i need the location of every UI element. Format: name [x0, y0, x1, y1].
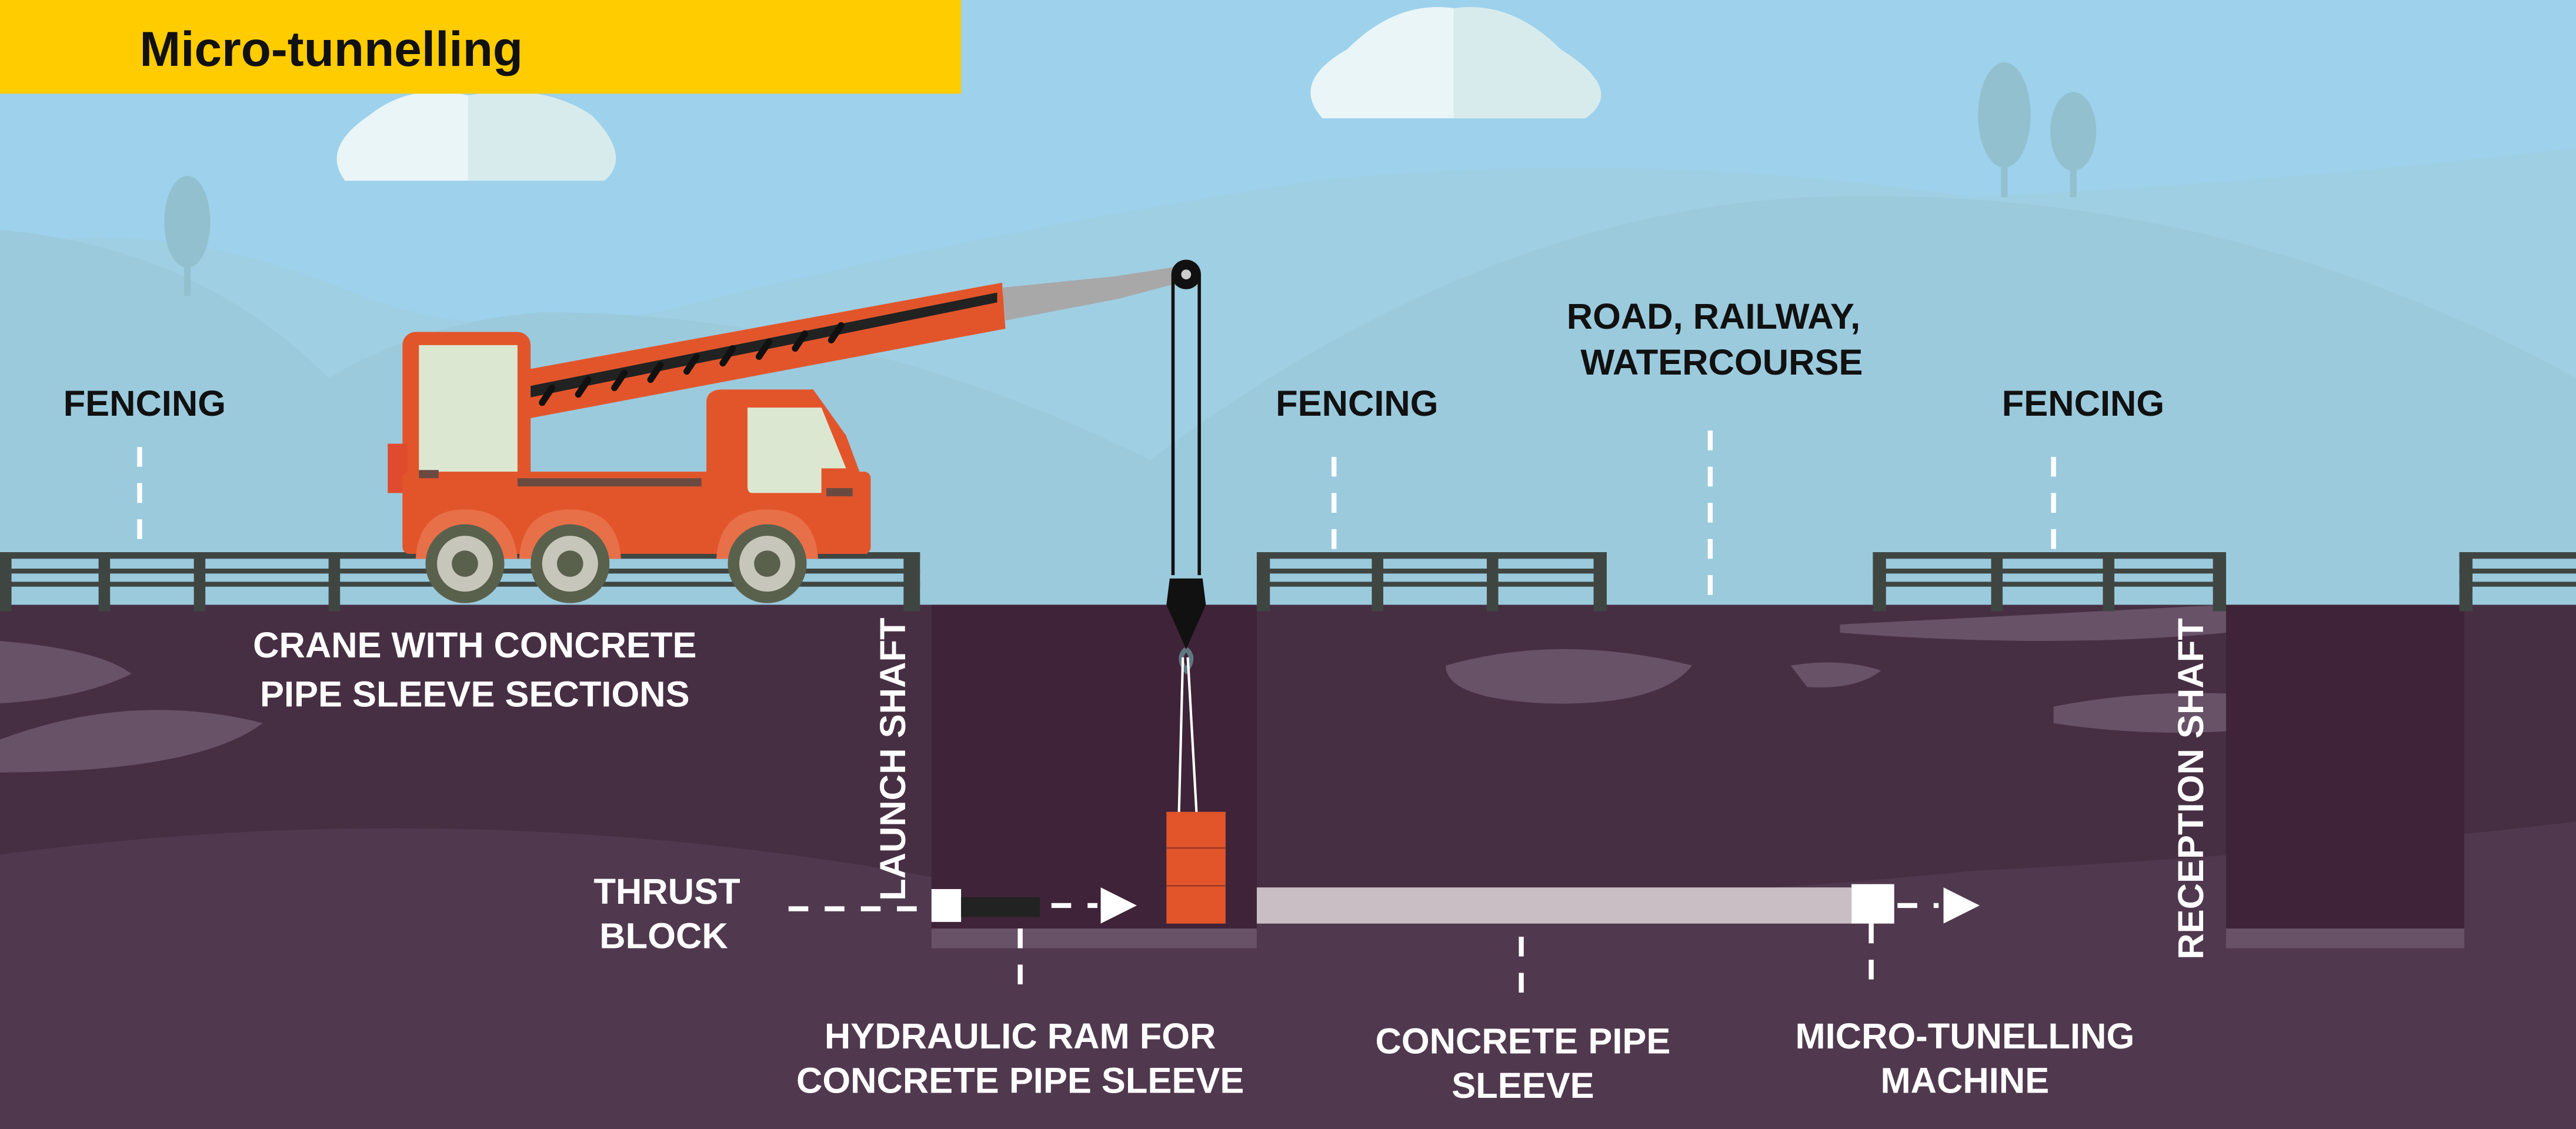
- thrust-block: [931, 888, 962, 922]
- pipe-sleeve-label-line1: CONCRETE PIPE: [1376, 1021, 1671, 1061]
- pipe-sleeve-section: [1166, 811, 1226, 924]
- thrust-block-label-line1: THRUST: [594, 871, 740, 912]
- road-label-line2: WATERCOURSE: [1580, 342, 1863, 383]
- pipe-sleeve-label-line2: SLEEVE: [1451, 1065, 1594, 1106]
- launch-shaft-label: LAUNCH SHAFT: [873, 617, 913, 900]
- tree-icon: [164, 62, 2097, 296]
- crane-label-line1: CRANE WITH CONCRETE: [253, 625, 696, 666]
- machine-label-line1: MICRO-TUNELLING: [1795, 1016, 2134, 1057]
- crane-truck: [388, 259, 1201, 603]
- micro-tunnelling-machine: [1851, 884, 1894, 924]
- arrow-icon: [1051, 887, 1980, 924]
- cloud-icon: [336, 6, 1601, 181]
- rocks: [0, 604, 2227, 773]
- hydraulic-ram: [961, 897, 1040, 917]
- fencing-label-middle: FENCING: [1276, 383, 1438, 424]
- reception-shaft-floor: [2226, 928, 2465, 948]
- hydraulic-ram-label-line2: CONCRETE PIPE SLEEVE: [796, 1061, 1244, 1101]
- fencing-label-left: FENCING: [64, 383, 226, 424]
- ground-layer: [0, 821, 2576, 1129]
- reception-shaft-label: RECEPTION SHAFT: [2171, 618, 2211, 960]
- leader-lines: [137, 430, 2056, 1003]
- concrete-pipe-sleeve: [1256, 887, 1852, 924]
- thrust-block-label-line2: BLOCK: [599, 916, 728, 957]
- road-label-line1: ROAD, RAILWAY,: [1567, 296, 1861, 337]
- page-title: Micro-tunnelling: [139, 21, 523, 76]
- launch-shaft-floor: [931, 928, 1257, 948]
- hydraulic-ram-label-line1: HYDRAULIC RAM FOR: [825, 1016, 1216, 1057]
- fencing-label-right: FENCING: [2002, 383, 2164, 424]
- machine-label-line2: MACHINE: [1881, 1061, 2050, 1101]
- crane-label-line2: PIPE SLEEVE SECTIONS: [260, 674, 690, 715]
- reception-shaft: [2226, 604, 2465, 929]
- title-bar: [0, 0, 962, 94]
